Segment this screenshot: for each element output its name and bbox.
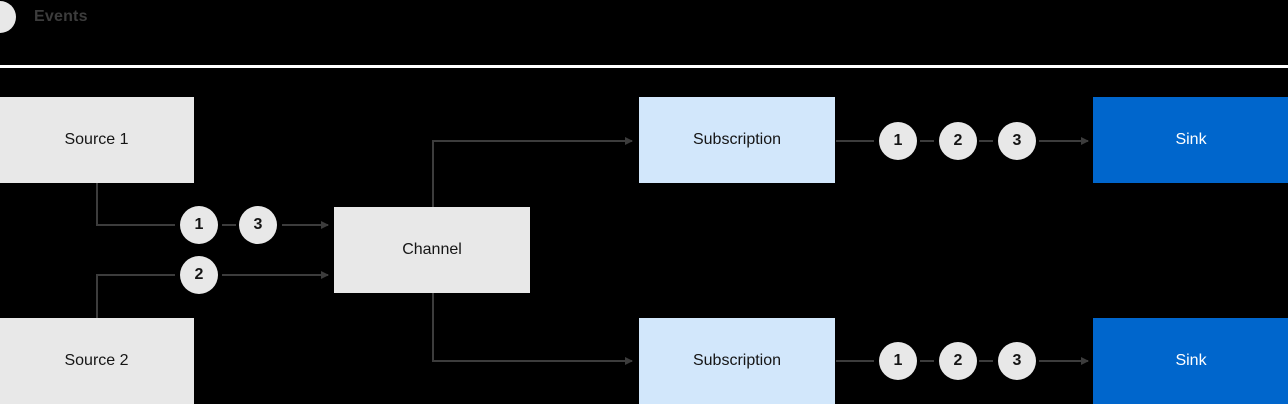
node-source-2-label: Source 2 bbox=[64, 352, 129, 369]
node-subscription-2: Subscription bbox=[639, 318, 835, 404]
event-token: 2 bbox=[939, 342, 977, 380]
node-sink-1-label: Sink bbox=[1175, 131, 1207, 148]
node-sink-2: Sink bbox=[1093, 318, 1288, 404]
event-token-label: 1 bbox=[893, 132, 903, 149]
node-source-1-label: Source 1 bbox=[64, 131, 129, 148]
event-token: 3 bbox=[998, 342, 1036, 380]
event-token-label: 3 bbox=[1012, 132, 1022, 149]
event-token-label: 2 bbox=[953, 352, 963, 369]
event-token: 3 bbox=[998, 122, 1036, 160]
event-token-label: 1 bbox=[194, 216, 204, 233]
legend: Events bbox=[0, 0, 1288, 33]
event-token-icon bbox=[0, 0, 16, 33]
node-channel: Channel bbox=[334, 207, 530, 293]
event-token-label: 1 bbox=[893, 352, 903, 369]
node-subscription-1: Subscription bbox=[639, 97, 835, 183]
event-token: 1 bbox=[879, 342, 917, 380]
node-sink-2-label: Sink bbox=[1175, 352, 1207, 369]
event-token-label: 2 bbox=[953, 132, 963, 149]
node-subscription-1-label: Subscription bbox=[692, 131, 782, 148]
event-token: 1 bbox=[180, 206, 218, 244]
divider bbox=[0, 65, 1288, 68]
node-sink-1: Sink bbox=[1093, 97, 1288, 183]
event-token-label: 3 bbox=[253, 216, 263, 233]
event-token: 2 bbox=[939, 122, 977, 160]
event-token: 3 bbox=[239, 206, 277, 244]
node-source-1: Source 1 bbox=[0, 97, 194, 183]
node-channel-label: Channel bbox=[402, 241, 462, 258]
event-token: 1 bbox=[879, 122, 917, 160]
node-source-2: Source 2 bbox=[0, 318, 194, 404]
event-token: 2 bbox=[180, 256, 218, 294]
event-token-label: 2 bbox=[194, 266, 204, 283]
node-subscription-2-label: Subscription bbox=[692, 352, 782, 369]
legend-label: Events bbox=[34, 7, 88, 25]
event-token-label: 3 bbox=[1012, 352, 1022, 369]
